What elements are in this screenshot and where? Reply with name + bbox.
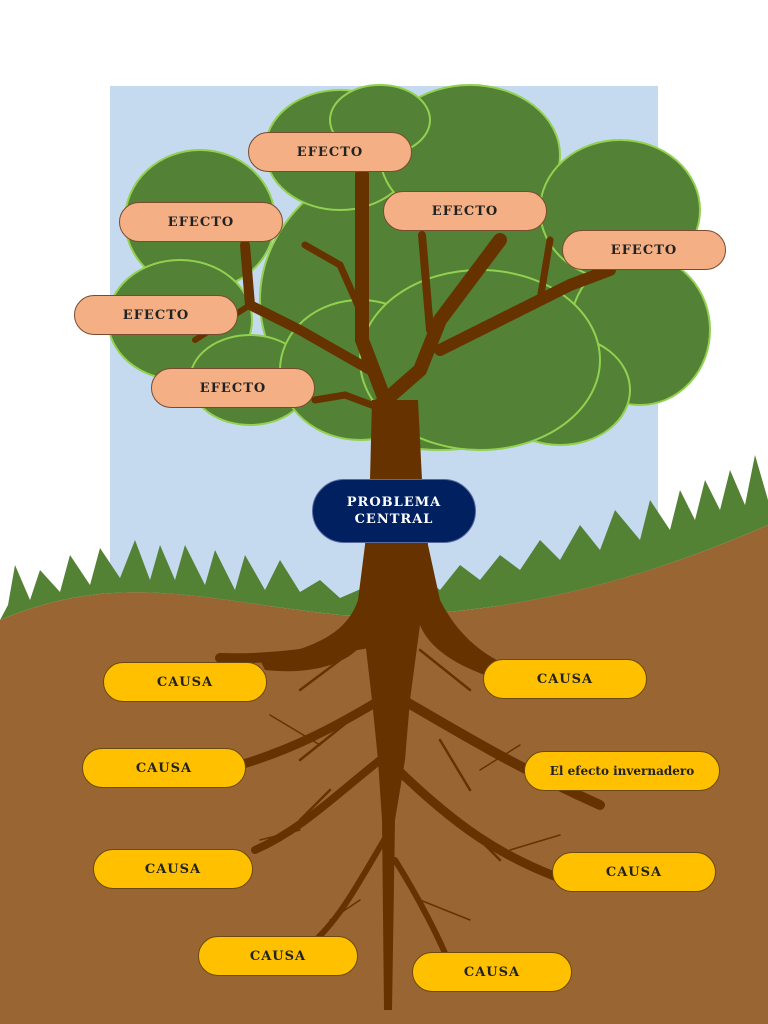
cause-box: CAUSA (483, 659, 647, 699)
cause-box: CAUSA (93, 849, 253, 889)
cause-box: CAUSA (82, 748, 246, 788)
effect-box: EFECTO (119, 202, 283, 242)
cause-box: El efecto invernadero (524, 751, 720, 791)
effect-box: EFECTO (562, 230, 726, 270)
effect-box: EFECTO (151, 368, 315, 408)
cause-box: CAUSA (552, 852, 716, 892)
tree-trunk (260, 400, 520, 1010)
cause-box: CAUSA (103, 662, 267, 702)
central-problem-box: PROBLEMA CENTRAL (312, 479, 476, 543)
effect-box: EFECTO (74, 295, 238, 335)
effect-box: EFECTO (383, 191, 547, 231)
grass (0, 455, 768, 620)
central-problem-line1: PROBLEMA (346, 495, 442, 510)
cause-box: CAUSA (412, 952, 572, 992)
effect-box: EFECTO (248, 132, 412, 172)
cause-box: CAUSA (198, 936, 358, 976)
central-problem-line2: CENTRAL (354, 512, 434, 527)
